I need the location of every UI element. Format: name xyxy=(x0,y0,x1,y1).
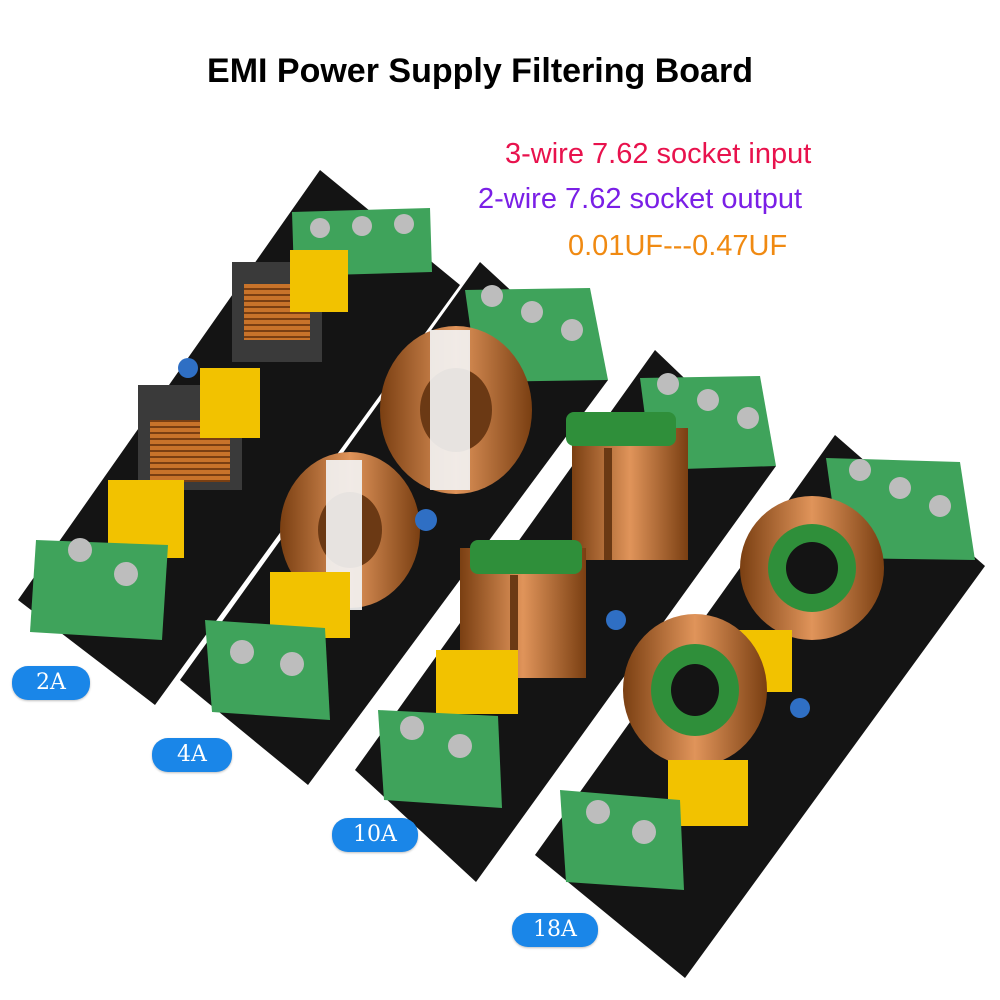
y-capacitor-18a xyxy=(790,698,810,718)
board-4a xyxy=(180,262,608,785)
toroid-4a-bottom xyxy=(280,452,420,610)
x-capacitor-2a-mid xyxy=(200,368,260,438)
y-capacitor-4a xyxy=(415,509,437,531)
spec-capacitance-text: 0.01UF---0.47UF xyxy=(568,230,788,262)
board-10a xyxy=(355,350,776,882)
spec-output-text: 2-wire 7.62 socket output xyxy=(478,183,803,215)
toroid-18a-top xyxy=(740,496,884,640)
terminal-block-input-10a xyxy=(378,710,502,808)
rating-badge-2a: 2A xyxy=(12,666,90,700)
rating-badge-18a: 18A xyxy=(512,913,598,947)
terminal-block-input-4a xyxy=(205,620,330,720)
y-capacitor-2a xyxy=(178,358,198,378)
rating-badge-10a: 10A xyxy=(332,818,418,852)
x-capacitor-18a-bottom xyxy=(668,760,748,826)
board-18a xyxy=(535,435,985,978)
terminal-block-input-2a xyxy=(30,538,168,640)
x-capacitor-2a-top xyxy=(290,250,348,312)
spec-input-text: 3-wire 7.62 socket input xyxy=(505,138,812,170)
terminal-block-input-18a xyxy=(560,790,684,890)
rating-badge-4a: 4A xyxy=(152,738,232,772)
toroid-4a-top xyxy=(380,326,532,494)
board-2a xyxy=(18,170,460,705)
toroid-18a-bottom xyxy=(623,614,767,766)
y-capacitor-10a xyxy=(606,610,626,630)
x-capacitor-10a xyxy=(436,650,518,714)
choke-10a-top xyxy=(566,412,688,560)
image-title: EMI Power Supply Filtering Board xyxy=(207,52,753,90)
